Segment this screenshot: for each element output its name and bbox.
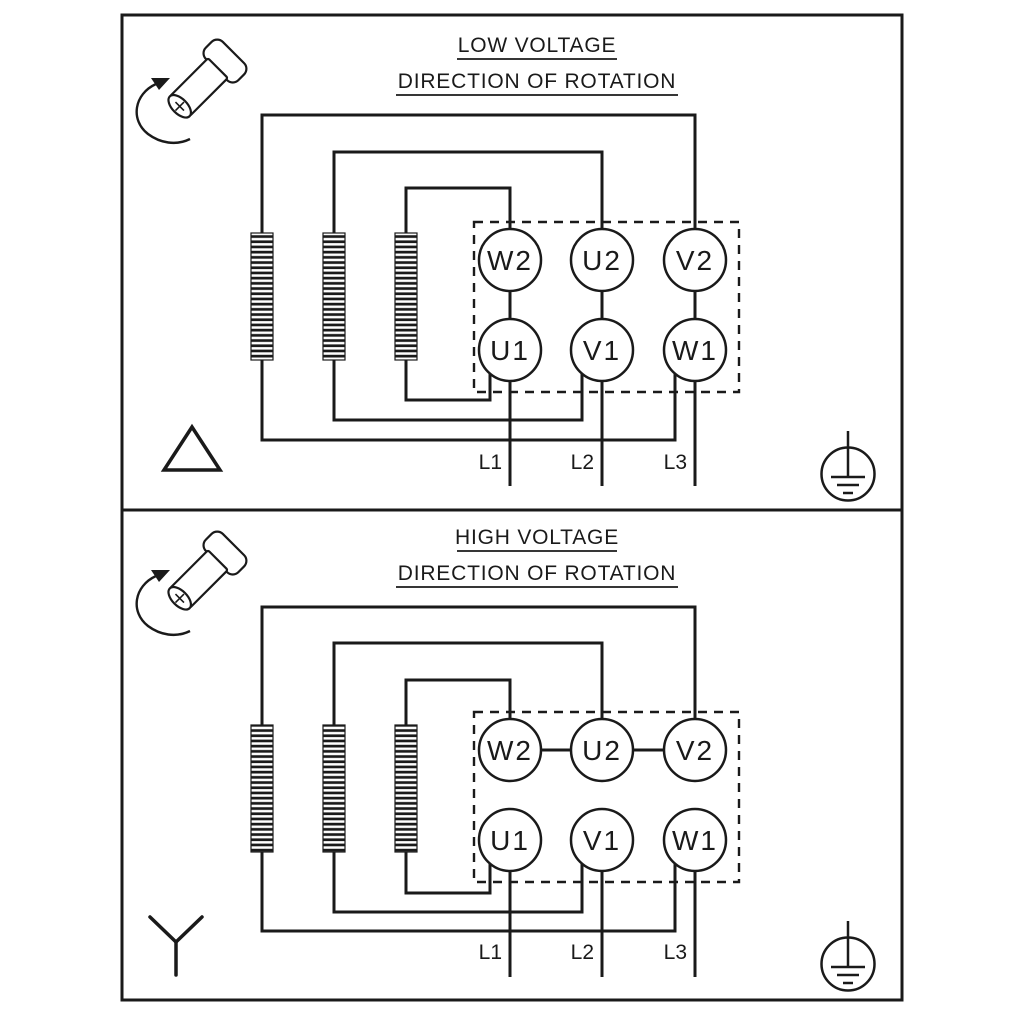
terminal-v2 <box>662 717 728 783</box>
terminal-label-w2: W2 <box>487 735 533 766</box>
wire-coil1-to-v2 <box>260 113 697 260</box>
motor-winding-coil-1 <box>250 724 274 853</box>
terminal-label-w2: W2 <box>487 245 533 276</box>
rotation-arrowhead <box>151 570 170 582</box>
wire-coil2-to-u2 <box>332 150 604 260</box>
shaft-rotation-icon <box>135 530 248 637</box>
shaft-center-mark <box>174 593 185 604</box>
rotation-arrow <box>135 82 191 145</box>
panel-title: LOW VOLTAGE <box>458 34 617 57</box>
delta-symbol <box>160 423 224 472</box>
terminal-w1 <box>662 317 728 383</box>
earth-ground-icon <box>820 431 876 502</box>
motor-winding-coil-3 <box>394 724 418 853</box>
terminal-label-v1: V1 <box>583 335 621 366</box>
terminal-label-v1: V1 <box>583 825 621 856</box>
terminal-label-v2: V2 <box>676 735 714 766</box>
panel-subtitle: DIRECTION OF ROTATION <box>398 70 677 93</box>
terminal-u1 <box>477 807 543 873</box>
terminal-u2 <box>569 227 635 293</box>
wire-coil1-to-w1 <box>260 350 677 442</box>
wire-coil3-to-u1 <box>404 840 492 895</box>
supply-label-l2: L2 <box>571 941 594 964</box>
motor-winding-coil-2 <box>322 724 346 853</box>
motor-winding-coil-3 <box>394 232 418 361</box>
supply-label-l3: L3 <box>664 941 687 964</box>
motor-winding-coil-1 <box>250 232 274 361</box>
panel-high-voltage: HIGH VOLTAGE DIRECTION OF ROTATION <box>135 526 876 992</box>
wire-coil2-to-u2 <box>332 641 604 750</box>
wire-coil2-to-v1 <box>332 350 584 422</box>
terminal-board-outline <box>472 220 741 394</box>
terminal-w1 <box>662 807 728 873</box>
terminal-label-u1: U1 <box>490 825 530 856</box>
wire-coil1-to-w1 <box>260 840 677 933</box>
rotation-arrow <box>135 574 191 637</box>
diagram-border <box>120 13 904 1002</box>
shaft-rotation-icon <box>135 38 248 145</box>
panel-low-voltage: LOW VOLTAGE DIRECTION OF ROTATION <box>135 34 876 502</box>
terminal-label-u1: U1 <box>490 335 530 366</box>
terminal-label-w1: W1 <box>672 335 718 366</box>
terminal-v1 <box>569 317 635 383</box>
star-symbol <box>148 915 204 977</box>
shaft-center-mark <box>174 101 185 112</box>
wire-coil1-to-v2 <box>260 605 697 750</box>
terminal-label-w1: W1 <box>672 825 718 856</box>
wire-coil2-to-v1 <box>332 840 584 914</box>
terminal-u2 <box>569 717 635 783</box>
supply-label-l3: L3 <box>664 451 687 474</box>
terminal-u1 <box>477 317 543 383</box>
terminal-label-u2: U2 <box>582 735 622 766</box>
supply-label-l1: L1 <box>479 451 502 474</box>
terminal-board-outline <box>472 710 741 884</box>
earth-ground-icon <box>820 921 876 992</box>
wire-coil3-to-w2 <box>404 186 512 260</box>
terminal-label-u2: U2 <box>582 245 622 276</box>
wire-coil3-to-w2 <box>404 678 512 750</box>
motor-winding-coil-2 <box>322 232 346 361</box>
terminal-w2 <box>477 227 543 293</box>
terminal-label-v2: V2 <box>676 245 714 276</box>
panel-title: HIGH VOLTAGE <box>455 526 619 549</box>
panel-subtitle: DIRECTION OF ROTATION <box>398 562 677 585</box>
terminal-w2 <box>477 717 543 783</box>
terminal-v1 <box>569 807 635 873</box>
supply-label-l2: L2 <box>571 451 594 474</box>
supply-label-l1: L1 <box>479 941 502 964</box>
rotation-arrowhead <box>151 78 170 90</box>
terminal-v2 <box>662 227 728 293</box>
